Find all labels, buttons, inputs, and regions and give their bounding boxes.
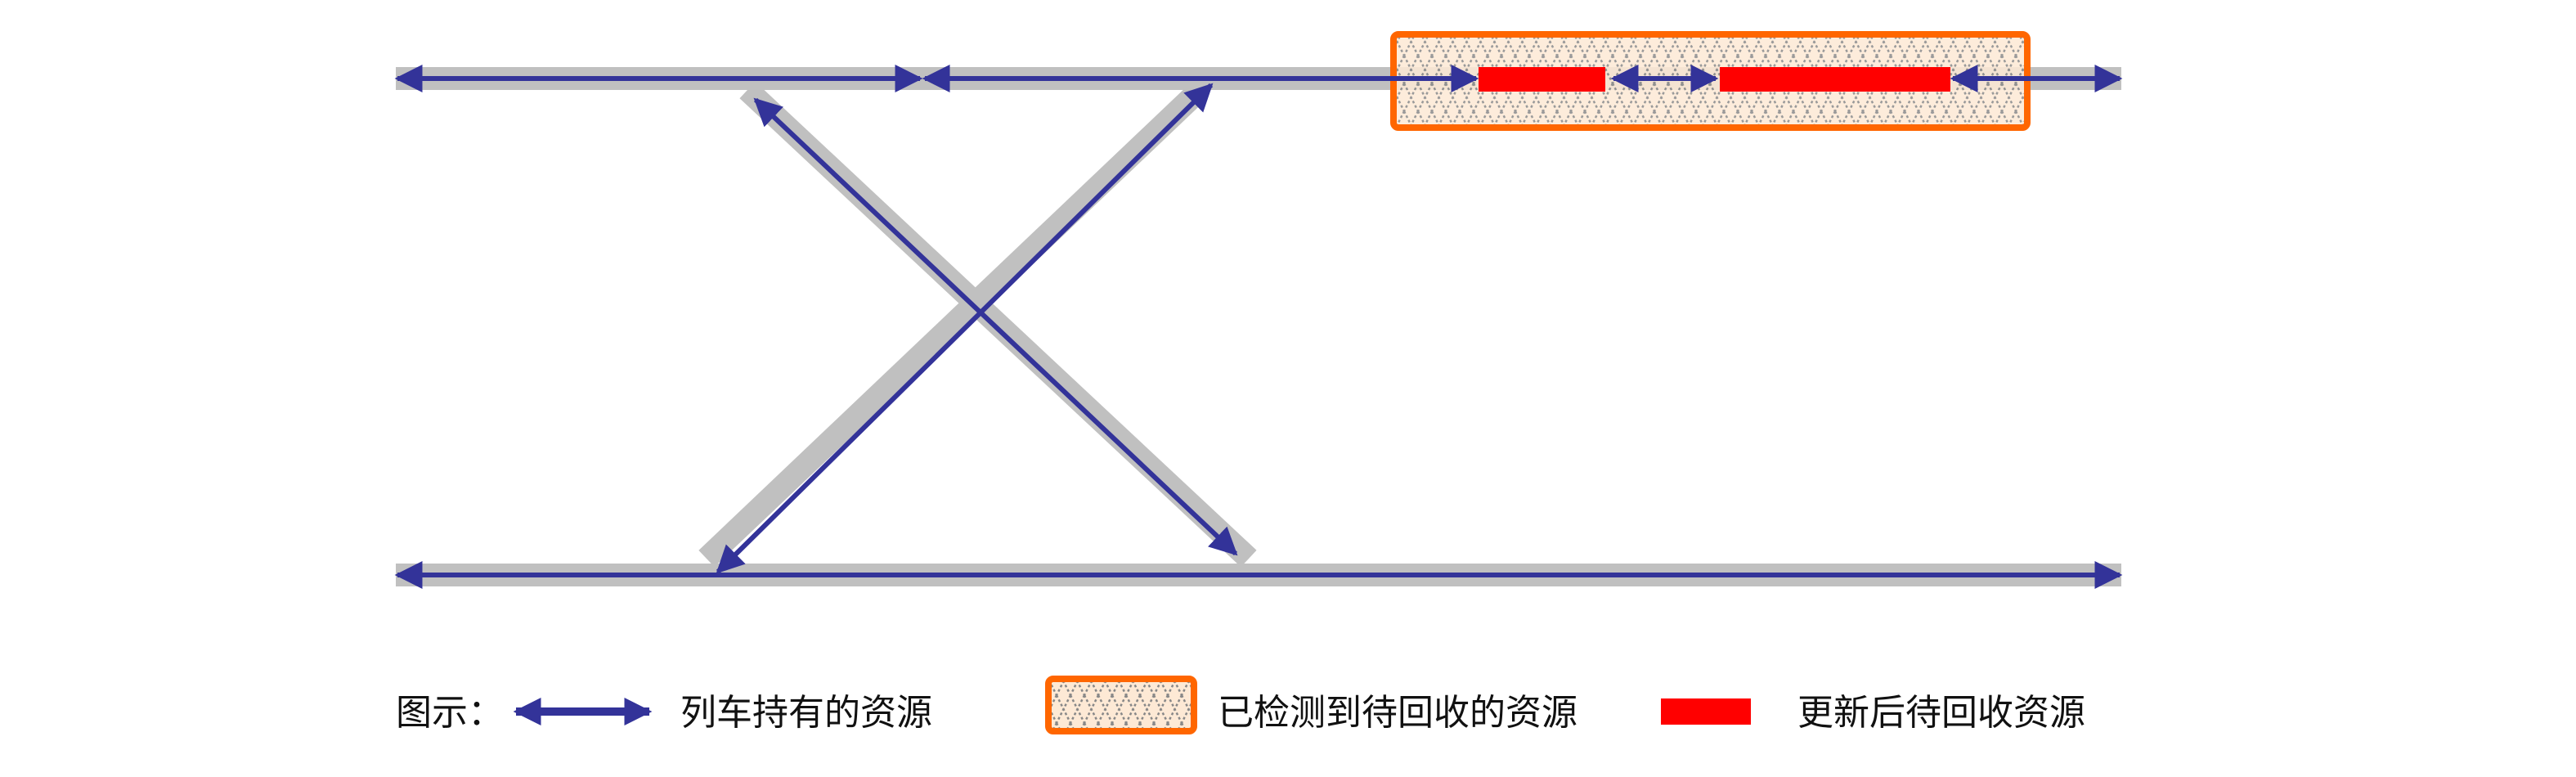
legend-title: 图示： — [396, 692, 504, 734]
arrow-diagonal-a — [753, 97, 1238, 556]
legend-updated-label: 更新后待回收资源 — [1797, 692, 2085, 734]
legend-detected-label: 已检测到待回收的资源 — [1218, 692, 1577, 734]
arrow-diagonal-b — [716, 83, 1214, 574]
reclaim-bar-2 — [1720, 67, 1950, 92]
legend: 图示： 列车持有的资源 已检测到待回收的资源 更新后待回收资源 — [396, 676, 2085, 734]
crossover-track-b — [698, 81, 1208, 568]
legend-detected-swatch — [1045, 676, 1197, 734]
held-resource-arrows — [394, 65, 2123, 589]
legend-updated-swatch — [1661, 698, 1751, 725]
tracks — [396, 67, 2121, 586]
reclaim-bar-1 — [1479, 67, 1605, 92]
legend-held-label: 列车持有的资源 — [680, 692, 932, 734]
